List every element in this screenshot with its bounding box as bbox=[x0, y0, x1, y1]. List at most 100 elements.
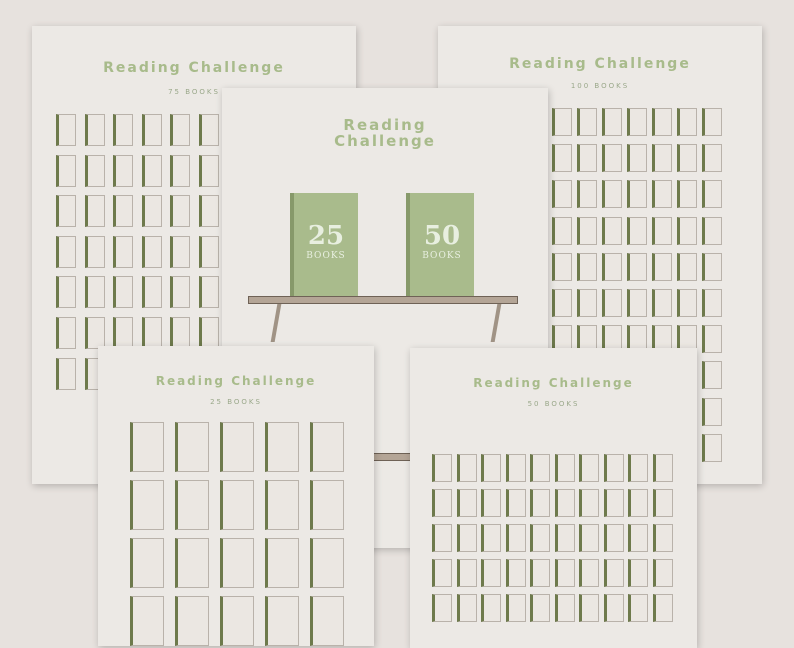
book-checkbox[interactable] bbox=[432, 594, 452, 622]
book-checkbox[interactable] bbox=[602, 108, 622, 136]
book-checkbox[interactable] bbox=[554, 559, 575, 587]
book-checkbox[interactable] bbox=[505, 454, 526, 482]
book-checkbox[interactable] bbox=[220, 422, 254, 472]
book-checkbox[interactable] bbox=[702, 216, 722, 245]
book-checkbox[interactable] bbox=[702, 361, 722, 390]
book-checkbox[interactable] bbox=[170, 154, 191, 187]
book-checkbox[interactable] bbox=[56, 276, 76, 309]
book-checkbox[interactable] bbox=[175, 596, 209, 646]
book-checkbox[interactable] bbox=[56, 317, 76, 349]
book-checkbox[interactable] bbox=[627, 108, 647, 136]
book-checkbox[interactable] bbox=[652, 454, 673, 482]
book-checkbox[interactable] bbox=[141, 317, 162, 349]
book-checkbox[interactable] bbox=[265, 596, 299, 646]
book-checkbox[interactable] bbox=[505, 524, 526, 552]
book-checkbox[interactable] bbox=[432, 454, 452, 482]
book-checkbox[interactable] bbox=[552, 144, 572, 173]
book-checkbox[interactable] bbox=[199, 317, 219, 349]
book-checkbox[interactable] bbox=[220, 480, 254, 530]
book-checkbox[interactable] bbox=[577, 144, 597, 173]
book-checkbox[interactable] bbox=[552, 252, 572, 281]
book-checkbox[interactable] bbox=[628, 454, 648, 482]
book-checkbox[interactable] bbox=[677, 180, 697, 209]
book-checkbox[interactable] bbox=[199, 114, 219, 146]
book-checkbox[interactable] bbox=[652, 180, 672, 209]
book-checkbox[interactable] bbox=[702, 433, 722, 462]
book-checkbox[interactable] bbox=[702, 325, 722, 354]
book-checkbox[interactable] bbox=[577, 108, 597, 136]
book-checkbox[interactable] bbox=[652, 108, 672, 136]
book-checkbox[interactable] bbox=[141, 276, 162, 309]
book-checkbox[interactable] bbox=[603, 454, 624, 482]
book-checkbox[interactable] bbox=[170, 317, 191, 349]
book-checkbox[interactable] bbox=[702, 108, 722, 136]
book-checkbox[interactable] bbox=[652, 559, 673, 587]
book-checkbox[interactable] bbox=[456, 489, 477, 517]
book-checkbox[interactable] bbox=[170, 195, 191, 228]
book-checkbox[interactable] bbox=[552, 289, 572, 317]
book-checkbox[interactable] bbox=[579, 454, 599, 482]
book-checkbox[interactable] bbox=[652, 144, 672, 173]
book-checkbox[interactable] bbox=[530, 454, 550, 482]
book-checkbox[interactable] bbox=[603, 524, 624, 552]
book-checkbox[interactable] bbox=[456, 524, 477, 552]
book-checkbox[interactable] bbox=[702, 180, 722, 209]
book-checkbox[interactable] bbox=[481, 489, 501, 517]
book-checkbox[interactable] bbox=[175, 538, 209, 588]
book-checkbox[interactable] bbox=[310, 422, 344, 472]
book-checkbox[interactable] bbox=[603, 489, 624, 517]
book-checkbox[interactable] bbox=[577, 252, 597, 281]
book-checkbox[interactable] bbox=[456, 594, 477, 622]
book-checkbox[interactable] bbox=[628, 559, 648, 587]
book-checkbox[interactable] bbox=[677, 108, 697, 136]
book-checkbox[interactable] bbox=[113, 276, 134, 309]
book-checkbox[interactable] bbox=[530, 489, 550, 517]
book-checkbox[interactable] bbox=[579, 559, 599, 587]
book-checkbox[interactable] bbox=[652, 289, 672, 317]
book-checkbox[interactable] bbox=[552, 108, 572, 136]
book-checkbox[interactable] bbox=[199, 276, 219, 309]
book-checkbox[interactable] bbox=[628, 594, 648, 622]
book-checkbox[interactable] bbox=[310, 480, 344, 530]
book-checkbox[interactable] bbox=[141, 154, 162, 187]
book-checkbox[interactable] bbox=[627, 216, 647, 245]
book-checkbox[interactable] bbox=[627, 180, 647, 209]
book-checkbox[interactable] bbox=[577, 180, 597, 209]
book-checkbox[interactable] bbox=[84, 235, 105, 268]
book-checkbox[interactable] bbox=[602, 144, 622, 173]
book-checkbox[interactable] bbox=[627, 252, 647, 281]
book-checkbox[interactable] bbox=[702, 397, 722, 426]
book-checkbox[interactable] bbox=[199, 154, 219, 187]
book-checkbox[interactable] bbox=[552, 180, 572, 209]
book-checkbox[interactable] bbox=[130, 480, 164, 530]
book-checkbox[interactable] bbox=[552, 216, 572, 245]
book-checkbox[interactable] bbox=[432, 559, 452, 587]
book-checkbox[interactable] bbox=[602, 289, 622, 317]
book-checkbox[interactable] bbox=[84, 195, 105, 228]
book-checkbox[interactable] bbox=[175, 422, 209, 472]
book-checkbox[interactable] bbox=[220, 538, 254, 588]
book-checkbox[interactable] bbox=[652, 216, 672, 245]
book-checkbox[interactable] bbox=[56, 154, 76, 187]
book-checkbox[interactable] bbox=[84, 276, 105, 309]
book-checkbox[interactable] bbox=[130, 596, 164, 646]
book-checkbox[interactable] bbox=[170, 276, 191, 309]
book-checkbox[interactable] bbox=[602, 216, 622, 245]
book-checkbox[interactable] bbox=[652, 594, 673, 622]
book-checkbox[interactable] bbox=[130, 538, 164, 588]
book-checkbox[interactable] bbox=[170, 235, 191, 268]
book-checkbox[interactable] bbox=[113, 317, 134, 349]
book-checkbox[interactable] bbox=[56, 357, 76, 390]
book-checkbox[interactable] bbox=[530, 559, 550, 587]
book-checkbox[interactable] bbox=[702, 252, 722, 281]
book-checkbox[interactable] bbox=[432, 489, 452, 517]
book-checkbox[interactable] bbox=[627, 289, 647, 317]
book-checkbox[interactable] bbox=[84, 154, 105, 187]
book-checkbox[interactable] bbox=[199, 235, 219, 268]
book-checkbox[interactable] bbox=[505, 594, 526, 622]
book-checkbox[interactable] bbox=[432, 524, 452, 552]
book-checkbox[interactable] bbox=[628, 489, 648, 517]
book-checkbox[interactable] bbox=[141, 235, 162, 268]
book-checkbox[interactable] bbox=[481, 454, 501, 482]
book-checkbox[interactable] bbox=[554, 454, 575, 482]
